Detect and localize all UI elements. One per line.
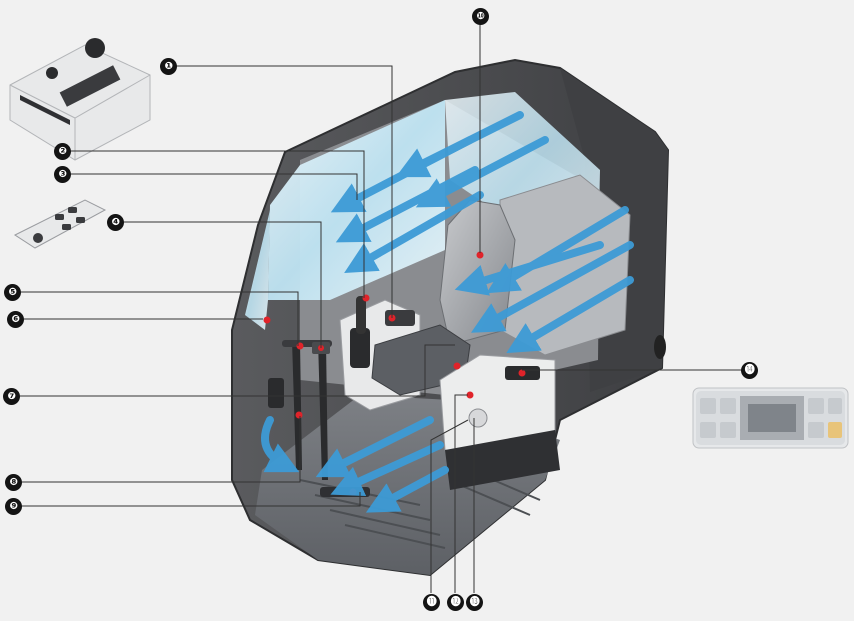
callout-13: ⓭ [466,594,483,611]
cab-side-light [654,335,666,359]
callout-1: ❶ [160,58,177,75]
callout-2: ❷ [54,143,71,160]
callout-8: ❽ [5,474,22,491]
callout-11: ⓫ [423,594,440,611]
airflow-arrows [261,111,634,513]
callout-14: ⓮ [741,362,758,379]
callout-9: ❾ [5,498,22,515]
remote-keypad-icon [13,199,107,249]
callout-12: ⓬ [447,594,464,611]
rear-console [499,174,631,356]
switch-panel-icon [9,38,151,161]
climate-control-panel-icon [692,387,849,449]
callout-4: ❹ [107,214,124,231]
callout-3: ❸ [54,166,71,183]
callout-lines [20,25,741,593]
callout-6: ❻ [7,311,24,328]
callout-7: ❼ [3,388,20,405]
left-window [245,210,270,330]
callout-5: ❺ [4,284,21,301]
callout-10: ❿ [472,8,489,25]
